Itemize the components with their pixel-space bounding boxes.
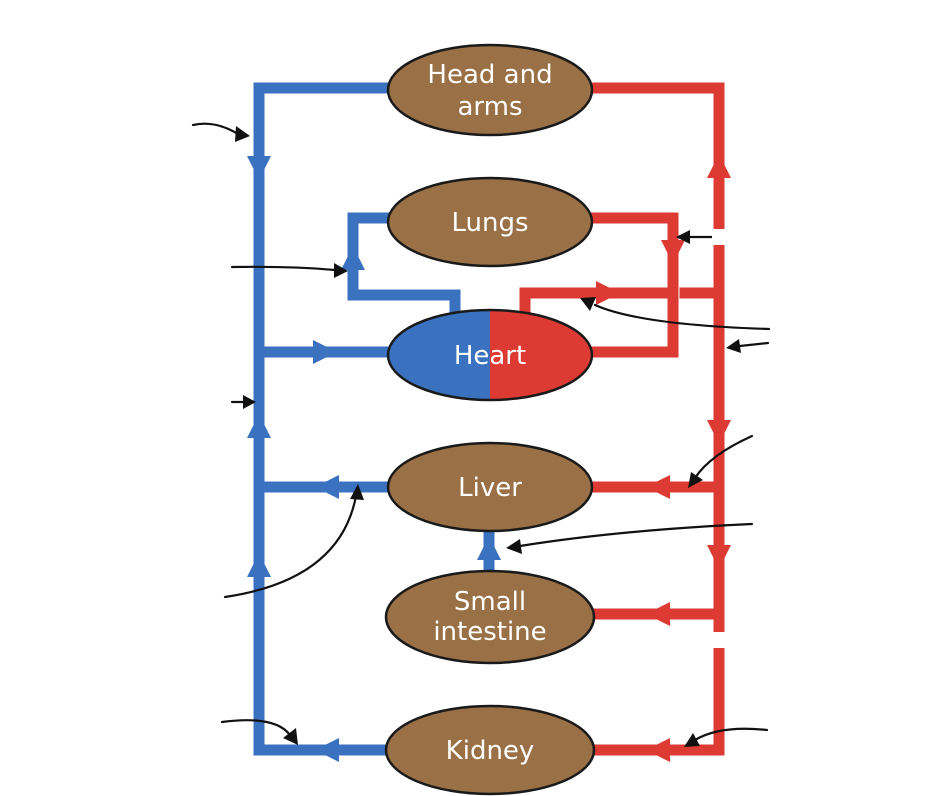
pointer-arrow	[220, 719, 298, 745]
liver-label: Liver	[458, 473, 522, 503]
line-gaps	[712, 229, 726, 648]
small-intestine-label-line1: Small	[454, 587, 526, 617]
kidney-label: Kidney	[446, 736, 535, 766]
pointer-arrow	[191, 122, 250, 142]
lungs-label: Lungs	[451, 208, 528, 238]
flow-arrow-right	[596, 281, 620, 305]
flow-arrow-left	[315, 738, 339, 762]
flow-arrow-up	[247, 414, 271, 438]
pointer-arrow	[688, 434, 754, 488]
pointer-lines	[191, 122, 771, 747]
flow-arrow-left	[315, 475, 339, 499]
small-intestine-node: Small intestine	[384, 569, 596, 665]
flow-arrow-down	[661, 240, 685, 264]
head-and-arms-label-line2: arms	[457, 92, 522, 122]
pulmonary-vein	[583, 212, 679, 358]
pointer-arrow	[223, 484, 364, 599]
flow-arrow-down	[247, 156, 271, 180]
lungs-node: Lungs	[386, 176, 594, 268]
aorta-upper	[583, 82, 725, 299]
pointer-arrow	[580, 297, 771, 331]
flow-arrow-down	[707, 420, 731, 444]
kidney-node: Kidney	[384, 704, 596, 796]
flow-arrow-up	[247, 553, 271, 577]
pointer-arrow	[506, 522, 754, 554]
flow-arrow-up	[477, 536, 501, 560]
flow-arrow-left	[646, 602, 670, 626]
vena-cava-main	[253, 82, 399, 756]
pointer-arrow	[230, 263, 348, 278]
heart-label: Heart	[454, 341, 526, 371]
flow-arrow-up	[707, 154, 731, 178]
head-and-arms-label-line1: Head and	[427, 60, 552, 90]
flow-arrow-left	[646, 738, 670, 762]
pointer-arrow	[230, 395, 256, 409]
flow-arrow-right	[313, 340, 337, 364]
heart-left-half	[388, 310, 490, 400]
flow-arrow-down	[707, 545, 731, 569]
flow-arrow-left	[646, 475, 670, 499]
heart-right-half	[490, 310, 592, 400]
pulmonary-artery	[347, 212, 461, 321]
deoxygenated-flow-arrows	[247, 156, 501, 762]
pointer-arrow	[726, 339, 770, 353]
oxygenated-flow-arrows	[596, 154, 731, 762]
flow-arrow-up	[341, 246, 365, 270]
pointer-arrow	[684, 727, 769, 747]
small-intestine-label-line2: intestine	[433, 617, 546, 647]
liver-node: Liver	[386, 441, 594, 533]
aorta-lower	[589, 644, 725, 756]
head-and-arms-node: Head and arms	[386, 43, 594, 137]
heart-node: Heart	[386, 308, 594, 402]
